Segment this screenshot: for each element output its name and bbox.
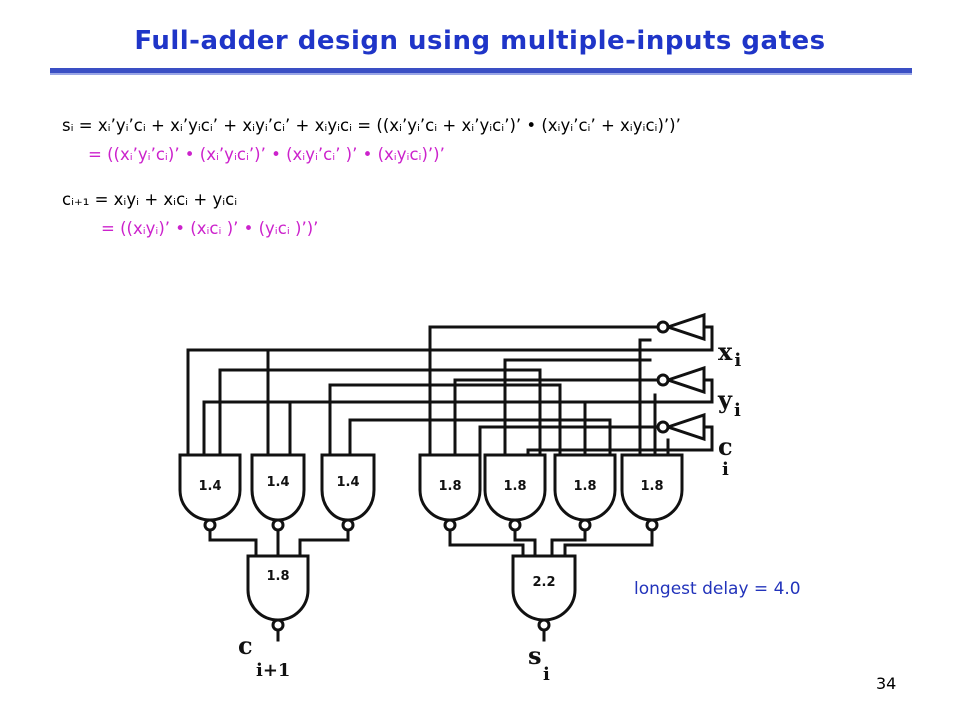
sum-equation-line1: sᵢ = xᵢ’yᵢ’cᵢ + xᵢ’yᵢcᵢ’ + xᵢyᵢ’cᵢ’ + xᵢ… [62, 116, 681, 135]
input-buffer-c [656, 412, 706, 442]
nand-gate-sum-4 [620, 453, 684, 532]
carry-equation-line1: cᵢ₊₁ = xᵢyᵢ + xᵢcᵢ + yᵢcᵢ [62, 190, 238, 209]
input-wires [186, 325, 714, 457]
nand-gate-carry-out [246, 554, 310, 642]
gate-delay-label: 1.4 [198, 479, 221, 494]
gate-delay-label: 2.2 [532, 575, 555, 590]
slide-title: Full-adder design using multiple-inputs … [134, 26, 826, 56]
gate-delay-label: 1.8 [503, 479, 526, 494]
gate-delay-label: 1.8 [266, 569, 289, 584]
gate-delay-label: 1.4 [266, 475, 289, 490]
gate-delay-label: 1.4 [336, 475, 359, 490]
input-buffer-x [656, 312, 706, 342]
page-number: 34 [876, 674, 897, 693]
nand-gate-sum-3 [553, 453, 617, 532]
carry-equation-line2: = ((xᵢyᵢ)’ • (xᵢcᵢ )’ • (yᵢcᵢ )’)’ [101, 219, 319, 238]
nand-gate-sum-2 [483, 453, 547, 532]
nand-gate-carry-1 [178, 453, 242, 532]
nand-gate-sum-out [511, 554, 577, 642]
gate-delay-label: 1.8 [438, 479, 461, 494]
input-buffer-y [656, 365, 706, 395]
output-label-sum: si [528, 641, 550, 685]
gate-delay-label: 1.8 [573, 479, 596, 494]
second-level-wires [208, 528, 654, 558]
longest-delay-note: longest delay = 4.0 [634, 579, 801, 599]
gate-delay-label: 1.8 [640, 479, 663, 494]
nand-gate-carry-2 [250, 453, 306, 532]
nand-gate-carry-3 [320, 453, 376, 532]
title-divider [50, 68, 912, 75]
sum-equation-line2: = ((xᵢ’yᵢ’cᵢ)’ • (xᵢ’yᵢcᵢ’)’ • (xᵢyᵢ’cᵢ’… [88, 145, 445, 164]
output-label-carry: ci+1 [238, 631, 290, 681]
